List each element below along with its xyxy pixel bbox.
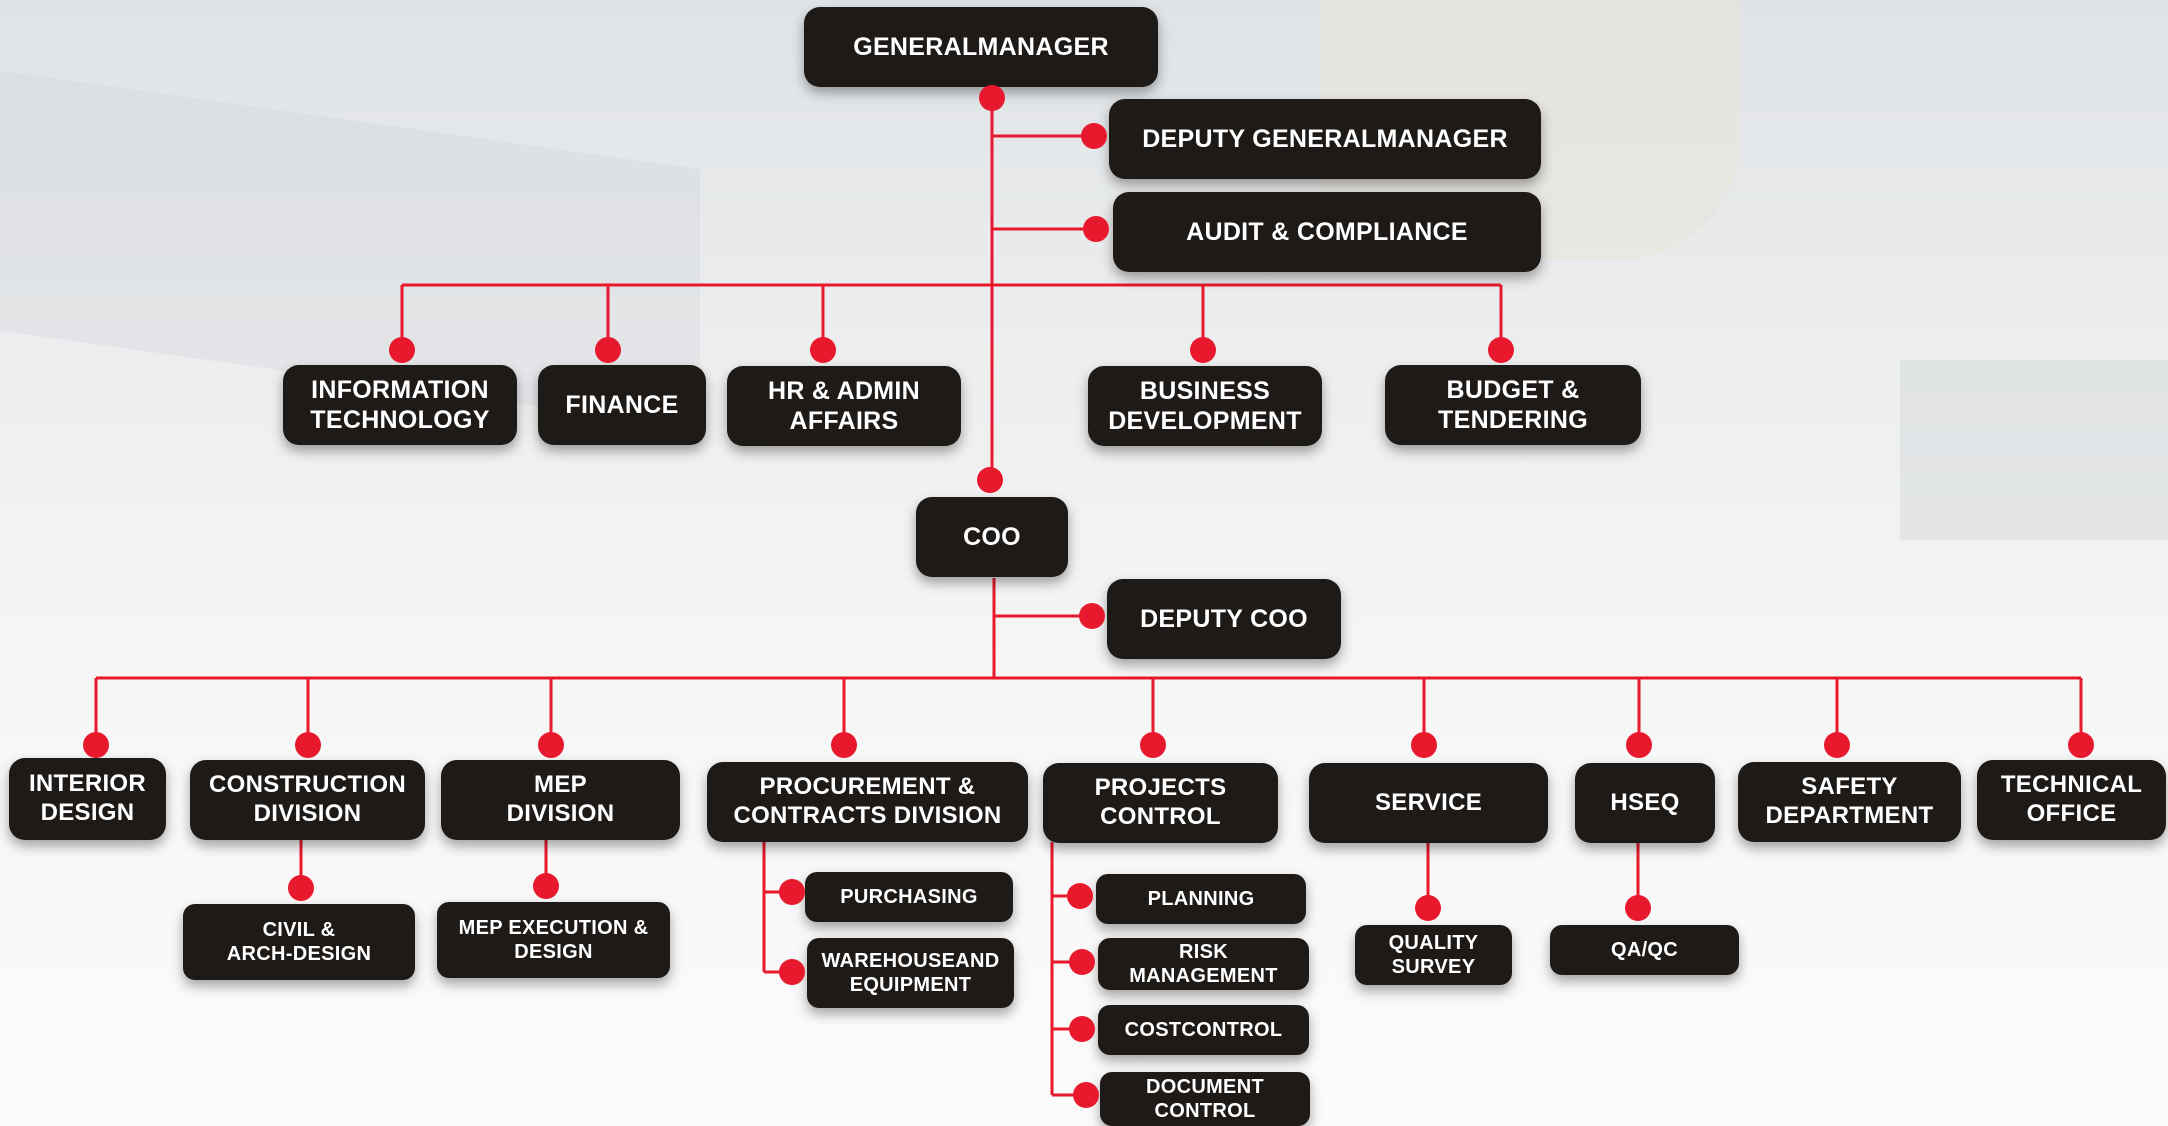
node-label: COO	[963, 523, 1021, 551]
connector-dot	[979, 85, 1005, 111]
node-technical-office: TECHNICAL OFFICE	[1977, 760, 2166, 840]
connector-dot	[1625, 895, 1651, 921]
connector-dot	[83, 732, 109, 758]
node-qa-qc: QA/QC	[1550, 925, 1739, 975]
node-interior-design: INTERIOR DESIGN	[9, 758, 166, 840]
node-safety-department: SAFETY DEPARTMENT	[1738, 762, 1961, 842]
connector-dot	[1415, 895, 1441, 921]
node-hseq: HSEQ	[1575, 763, 1715, 843]
node-label: SERVICE	[1374, 788, 1483, 816]
node-label: SAFETY DEPARTMENT	[1765, 773, 1934, 829]
node-label: TECHNICAL OFFICE	[2000, 771, 2143, 827]
node-label: CIVIL & ARCH-DESIGN	[226, 919, 372, 965]
node-label: DOCUMENT CONTROL	[1146, 1076, 1264, 1122]
connector-dot	[1073, 1082, 1099, 1108]
node-label: HR & ADMIN AFFAIRS	[767, 377, 921, 435]
connector-dot	[389, 337, 415, 363]
node-label: DEPUTY GENERALMANAGER	[1142, 125, 1508, 153]
node-risk-management: RISK MANAGEMENT	[1098, 938, 1309, 990]
node-service: SERVICE	[1309, 763, 1548, 843]
node-business-development: BUSINESS DEVELOPMENT	[1088, 366, 1322, 446]
node-finance: FINANCE	[538, 365, 706, 445]
node-projects-control: PROJECTS CONTROL	[1043, 763, 1278, 843]
node-label: PLANNING	[1147, 888, 1255, 910]
node-document-control: DOCUMENT CONTROL	[1100, 1072, 1310, 1126]
node-mep-execution-design: MEP EXECUTION & DESIGN	[437, 902, 670, 978]
node-label: PURCHASING	[840, 886, 978, 908]
node-construction-division: CONSTRUCTION DIVISION	[190, 760, 425, 840]
connector-dot	[810, 337, 836, 363]
node-coo: COO	[916, 497, 1068, 577]
node-label: FINANCE	[565, 391, 679, 419]
connector-dot	[1069, 1016, 1095, 1042]
node-label: INTERIOR DESIGN	[28, 770, 147, 826]
node-label: PROCUREMENT & CONTRACTS DIVISION	[733, 773, 1002, 829]
connector-dot	[1069, 949, 1095, 975]
connector-dot	[295, 732, 321, 758]
connector-dot	[2068, 732, 2094, 758]
node-audit-compliance: AUDIT & COMPLIANCE	[1113, 192, 1541, 272]
node-label: QA/QC	[1610, 939, 1679, 961]
node-label: BUSINESS DEVELOPMENT	[1108, 377, 1302, 435]
connector-dot	[1411, 732, 1437, 758]
node-label: INFORMATION TECHNOLOGY	[310, 376, 490, 434]
node-budget-tendering: BUDGET & TENDERING	[1385, 365, 1641, 445]
node-quality-survey: QUALITY SURVEY	[1355, 925, 1512, 985]
connector-dot	[977, 467, 1003, 493]
connector-dot	[288, 875, 314, 901]
node-deputy-general-manager: DEPUTY GENERALMANAGER	[1109, 99, 1541, 179]
node-label: PROJECTS CONTROL	[1094, 774, 1227, 830]
connector-dot	[1140, 732, 1166, 758]
connector-dot	[595, 337, 621, 363]
node-deputy-coo: DEPUTY COO	[1107, 579, 1341, 659]
node-cost-control: COSTCONTROL	[1098, 1005, 1309, 1055]
connector-dot	[538, 732, 564, 758]
node-civil-arch-design: CIVIL & ARCH-DESIGN	[183, 904, 415, 980]
node-label: QUALITY SURVEY	[1388, 932, 1479, 978]
node-label: RISK MANAGEMENT	[1129, 941, 1278, 987]
node-label: MEP EXECUTION & DESIGN	[458, 917, 649, 963]
node-planning: PLANNING	[1096, 874, 1306, 924]
node-label: GENERALMANAGER	[853, 33, 1109, 61]
node-label: MEP DIVISION	[506, 771, 615, 827]
connector-dot	[1067, 883, 1093, 909]
connector-dot	[533, 873, 559, 899]
node-hr-admin-affairs: HR & ADMIN AFFAIRS	[727, 366, 961, 446]
connector-dot	[1824, 732, 1850, 758]
node-label: AUDIT & COMPLIANCE	[1186, 218, 1468, 246]
node-information-technology: INFORMATION TECHNOLOGY	[283, 365, 517, 445]
node-warehouse-equipment: WAREHOUSEAND EQUIPMENT	[807, 938, 1014, 1008]
node-label: DEPUTY COO	[1140, 605, 1308, 633]
connector-dot	[831, 732, 857, 758]
connector-dot	[1488, 337, 1514, 363]
connector-dot	[779, 959, 805, 985]
node-purchasing: PURCHASING	[805, 872, 1013, 922]
connector-dot	[779, 879, 805, 905]
node-label: BUDGET & TENDERING	[1438, 376, 1588, 434]
connector-dot	[1079, 603, 1105, 629]
connector-dot	[1083, 216, 1109, 242]
node-general-manager: GENERALMANAGER	[804, 7, 1158, 87]
node-mep-division: MEP DIVISION	[441, 760, 680, 840]
node-label: HSEQ	[1610, 788, 1680, 816]
node-label: WAREHOUSEAND EQUIPMENT	[821, 950, 1000, 996]
connector-dot	[1081, 123, 1107, 149]
connector-dot	[1190, 337, 1216, 363]
connector-dot	[1626, 732, 1652, 758]
node-label: CONSTRUCTION DIVISION	[209, 771, 406, 827]
node-procurement-contracts-division: PROCUREMENT & CONTRACTS DIVISION	[707, 762, 1028, 842]
node-label: COSTCONTROL	[1124, 1019, 1283, 1041]
